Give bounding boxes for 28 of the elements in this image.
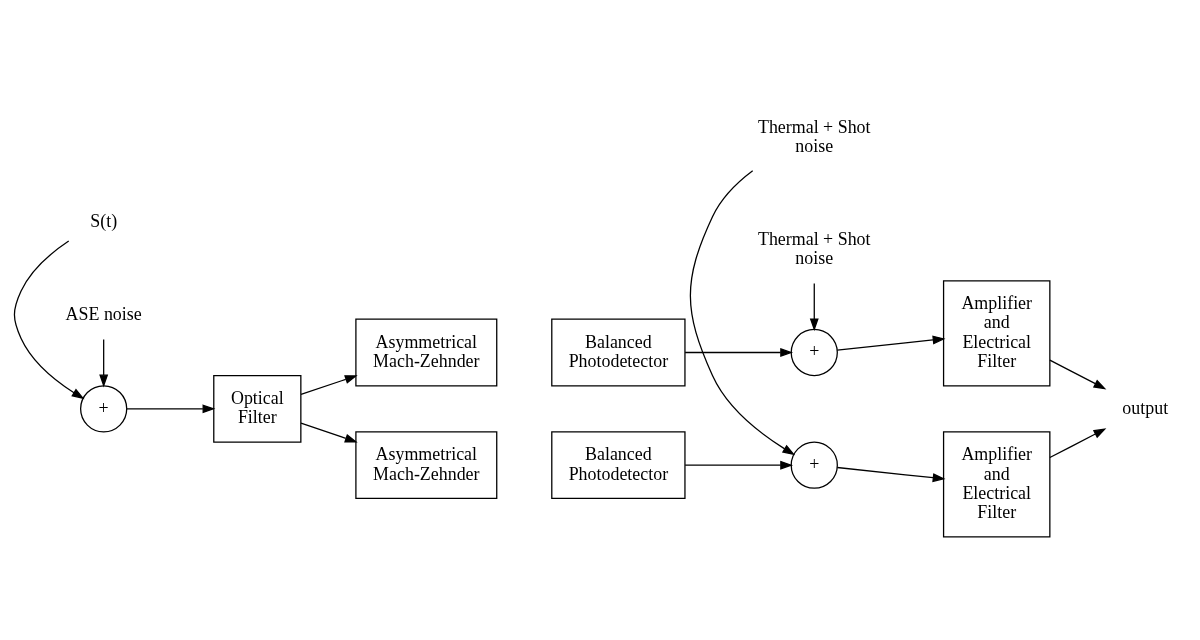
arrow xyxy=(684,460,794,470)
arrow xyxy=(689,169,796,455)
node-text: output xyxy=(1122,397,1169,418)
arrow xyxy=(126,403,216,413)
node-box: Optical Filter xyxy=(213,374,302,443)
node-box: Amplifier and Electrical Filter xyxy=(942,279,1051,386)
node-box: Amplifier and Electrical Filter xyxy=(942,430,1051,537)
arrow xyxy=(836,335,946,351)
arrow xyxy=(809,282,819,331)
node-text: S(t) xyxy=(90,210,118,231)
node-text: ASE noise xyxy=(65,303,142,324)
node-circle: + xyxy=(790,441,838,489)
arrow xyxy=(684,347,794,357)
node-text: Thermal + Shot noise xyxy=(757,116,871,156)
arrow xyxy=(300,422,358,443)
node-circle: + xyxy=(80,384,128,433)
arrow xyxy=(300,374,358,395)
node-box: Asymmetrical Mach-Zehnder xyxy=(355,430,498,499)
arrow xyxy=(1049,359,1107,389)
arrow xyxy=(1049,427,1107,458)
arrow xyxy=(836,466,946,482)
node-text: Thermal + Shot noise xyxy=(757,228,871,268)
node-box: Balanced Photodetector xyxy=(551,430,686,499)
node-box: Balanced Photodetector xyxy=(551,318,686,386)
node-circle: + xyxy=(790,328,838,376)
node-box: Asymmetrical Mach-Zehnder xyxy=(355,318,498,386)
arrow xyxy=(13,239,85,399)
arrow xyxy=(99,338,109,387)
